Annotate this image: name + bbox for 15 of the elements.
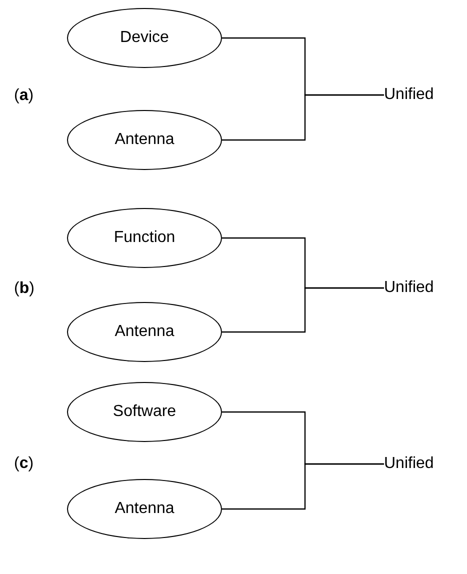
- panel-label: (c): [14, 454, 34, 474]
- ellipse-node: Function: [67, 208, 222, 268]
- ellipse-node: Antenna: [67, 302, 222, 362]
- ellipse-node: Antenna: [67, 110, 222, 170]
- output-label: Unified: [384, 452, 454, 476]
- panel-label: (b): [14, 279, 34, 299]
- output-label: Unified: [384, 276, 454, 300]
- ellipse-node: Device: [67, 8, 222, 68]
- connector-line: [222, 94, 384, 141]
- ellipse-node: Antenna: [67, 479, 222, 539]
- ellipse-node: Software: [67, 382, 222, 442]
- panel-label: (a): [14, 86, 34, 106]
- connector-line: [222, 287, 384, 333]
- output-label: Unified: [384, 83, 454, 107]
- connector-line: [222, 463, 384, 510]
